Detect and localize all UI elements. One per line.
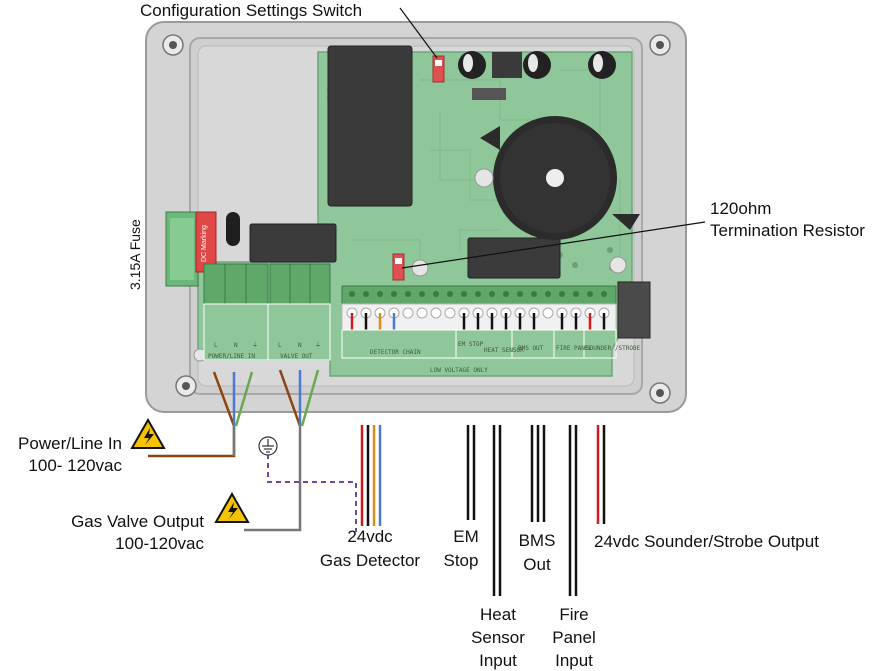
- sounder-label: 24vdc Sounder/Strobe Output: [594, 532, 819, 551]
- bms-out-pcb-label: BMS OUT: [518, 345, 544, 352]
- fire-panel-wires: [568, 425, 578, 596]
- power-line-wires: [148, 371, 254, 458]
- valve-l-label: L: [278, 342, 282, 349]
- em-stop-label-line2: Stop: [444, 551, 479, 570]
- low-voltage-labels: DETECTOR CHAIN EM STOP HEAT SENSOR BMS O…: [341, 329, 641, 374]
- voltage-regulator: [472, 88, 506, 100]
- terminal-l-label: L: [214, 342, 218, 349]
- valve-n-label: N: [298, 342, 302, 349]
- bms-out-wires: [530, 425, 546, 522]
- ce-marking-text: DC Marking: [201, 225, 208, 262]
- fuse-label: 3.15A Fuse: [127, 219, 143, 290]
- terminal-earth-label: ⏚: [252, 342, 258, 349]
- gas-detector-label-line1: 24vdc: [347, 527, 393, 546]
- mounting-hole-tl: [162, 34, 184, 56]
- fire-panel-label-line3: Input: [555, 651, 593, 670]
- bms-label-line2: Out: [523, 555, 551, 574]
- secondary-relay: [249, 223, 337, 263]
- mounting-hole-bl: [175, 375, 197, 397]
- termination-label-line2: Termination Resistor: [710, 221, 865, 240]
- power-line-in-pcb-label: POWER/LINE IN: [208, 353, 255, 360]
- power-label-line2: 100- 120vac: [28, 456, 122, 475]
- earth-dashed-wire: [267, 454, 357, 532]
- bms-label-line1: BMS: [519, 531, 556, 550]
- power-label-line1: Power/Line In: [18, 434, 122, 453]
- side-connector: [617, 281, 651, 339]
- heat-sensor-pcb-label: HEAT SENSOR: [484, 347, 524, 354]
- heat-sensor-label-line3: Input: [479, 651, 517, 670]
- capacitor-3: [588, 51, 616, 79]
- mounting-hole-br: [649, 382, 671, 404]
- fire-panel-label-line2: Panel: [552, 628, 595, 647]
- em-stop-pcb-label: EM STOP: [458, 341, 484, 348]
- config-switch-leader: [399, 7, 438, 59]
- fuse-holder[interactable]: DC Marking: [165, 211, 240, 287]
- gas-detector-wires: [360, 425, 382, 526]
- top-ic: [492, 52, 522, 78]
- gas-valve-label-line2: 100-120vac: [115, 534, 204, 553]
- configuration-settings-switch[interactable]: [432, 55, 445, 83]
- high-voltage-warning-icon: [130, 417, 166, 449]
- termination-resistor-switch[interactable]: [392, 253, 405, 281]
- heat-sensor-label-line1: Heat: [480, 605, 516, 624]
- high-voltage-warning-icon: [214, 491, 250, 523]
- low-voltage-only-pcb-label: LOW VOLTAGE ONLY: [430, 367, 488, 374]
- heat-sensor-label-line2: Sensor: [471, 628, 525, 647]
- sounder-strobe-pcb-label: SOUNDER /STROBE: [586, 345, 641, 352]
- gas-valve-wires: [244, 369, 320, 532]
- power-terminal-block[interactable]: [203, 263, 331, 305]
- valve-out-pcb-label: VALVE OUT: [280, 353, 313, 360]
- heat-sensor-wires: [492, 425, 502, 596]
- earth-ground-icon: [258, 436, 278, 456]
- valve-earth-label: ⏚: [315, 342, 321, 349]
- capacitor-2: [523, 51, 551, 79]
- sounder-wires: [596, 425, 606, 524]
- fire-panel-pcb-label: FIRE PANEL: [556, 345, 593, 352]
- config-switch-label: Configuration Settings Switch: [140, 1, 362, 20]
- em-stop-label-line1: EM: [453, 527, 479, 546]
- gas-detector-label-line2: Gas Detector: [320, 551, 420, 570]
- buzzer: [480, 116, 640, 240]
- ic-relay-right: [467, 237, 561, 279]
- termination-leader: [401, 221, 706, 269]
- gas-valve-label-line1: Gas Valve Output: [71, 512, 204, 531]
- detector-chain-pcb-label: DETECTOR CHAIN: [370, 349, 421, 356]
- em-stop-wires: [466, 425, 476, 520]
- mounting-hole-tr: [649, 34, 671, 56]
- low-voltage-terminal-strip[interactable]: [341, 285, 617, 331]
- capacitor-1: [458, 51, 486, 79]
- termination-label-line1: 120ohm: [710, 199, 771, 218]
- main-relay: [327, 45, 413, 207]
- fire-panel-label-line1: Fire: [559, 605, 588, 624]
- terminal-n-label: N: [234, 342, 238, 349]
